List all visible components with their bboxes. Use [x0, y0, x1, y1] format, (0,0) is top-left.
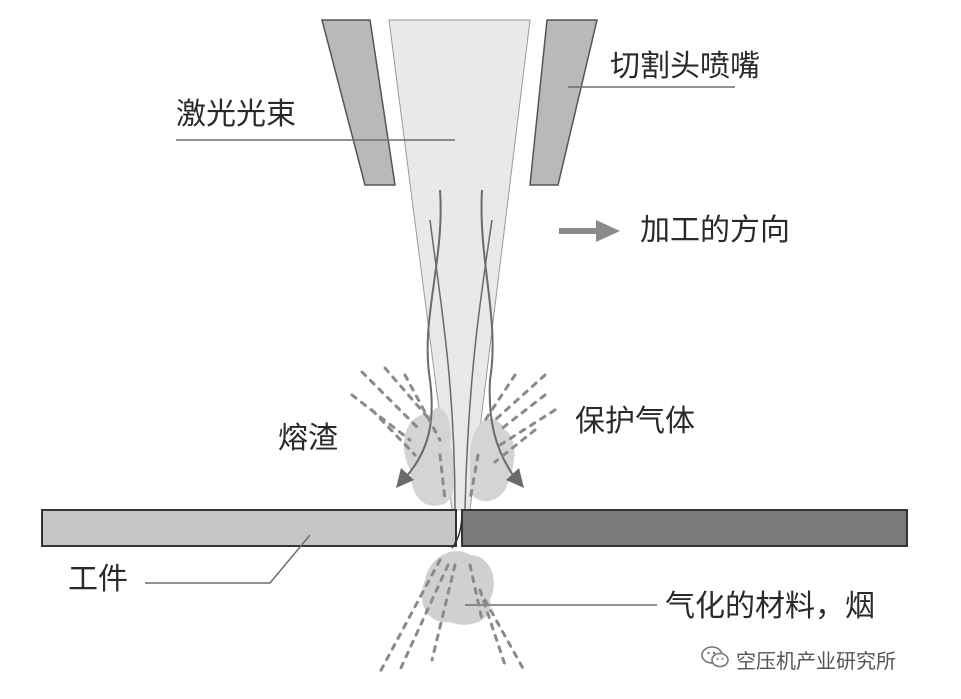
label-vapor: 气化的材料，烟: [665, 589, 875, 624]
workpiece-left: [41, 509, 457, 547]
wechat-icon: [700, 645, 730, 674]
vapor-cloud: [421, 551, 494, 625]
nozzle-right-wall: [529, 19, 598, 186]
workpiece-right: [461, 509, 908, 547]
shield-gas-flow-inner-left: [429, 219, 456, 511]
spatter-streaks: [350, 366, 557, 674]
kerf: [451, 509, 463, 549]
watermark: 空压机产业研究所: [700, 645, 896, 674]
label-direction: 加工的方向: [640, 213, 790, 248]
direction-arrow: [559, 220, 620, 242]
shield-gas-flow-right: [480, 189, 516, 479]
shield-gas-flow-left: [404, 189, 442, 479]
slag-cloud-right: [470, 418, 515, 502]
slag-arrow-head-right: [506, 468, 524, 488]
label-shield-gas: 保护气体: [575, 404, 695, 439]
label-nozzle: 切割头喷嘴: [610, 49, 760, 84]
label-laser-beam: 激光光束: [176, 97, 296, 132]
label-workpiece: 工件: [68, 562, 128, 597]
shield-gas-flow-inner-right: [464, 219, 493, 511]
leader-workpiece: [145, 534, 311, 584]
label-slag: 熔渣: [278, 421, 338, 456]
slag-arrow-head-left: [396, 468, 414, 488]
nozzle-left-wall: [321, 19, 396, 186]
watermark-text: 空压机产业研究所: [736, 649, 896, 673]
